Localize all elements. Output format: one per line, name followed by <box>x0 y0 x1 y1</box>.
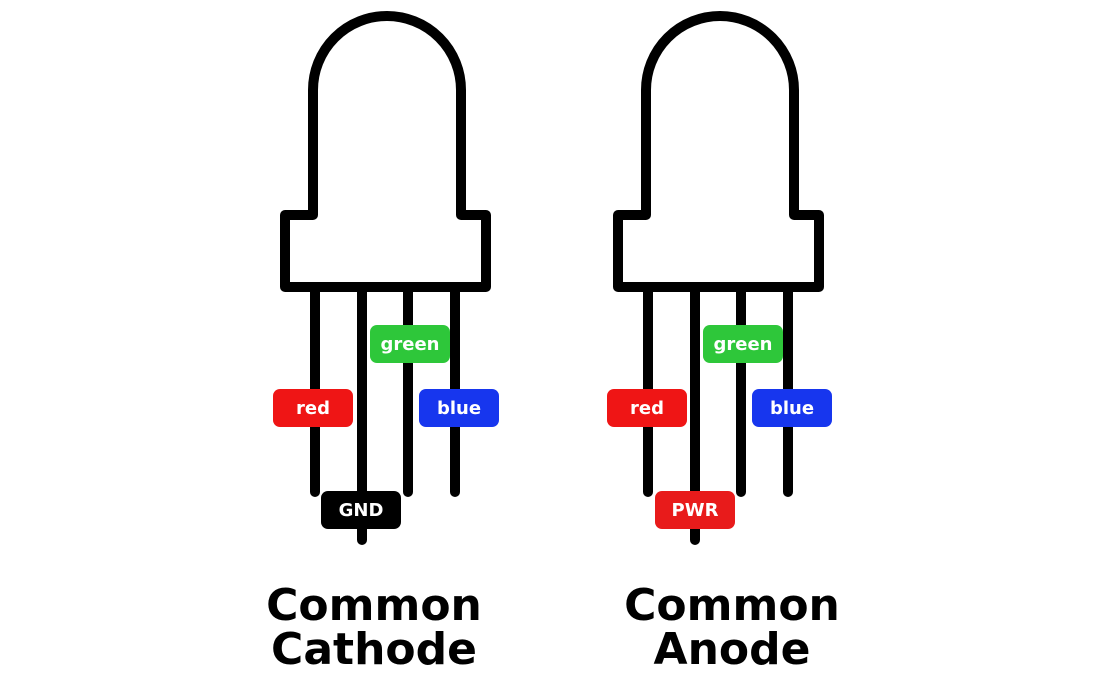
led-common-cathode: green red blue GND Common Cathode <box>266 11 499 673</box>
svg-text:green: green <box>714 334 773 355</box>
label-gnd: GND <box>321 491 401 529</box>
label-pwr: PWR <box>655 491 735 529</box>
led-common-anode: green red blue PWR Common Anode <box>607 11 840 673</box>
svg-text:red: red <box>296 398 330 419</box>
caption-line-1: Common <box>624 580 840 631</box>
led-body-outline <box>280 11 491 292</box>
label-red: red <box>273 389 353 427</box>
svg-text:green: green <box>381 334 440 355</box>
led-body-outline <box>613 11 824 292</box>
caption-line-2: Cathode <box>271 624 477 673</box>
svg-text:PWR: PWR <box>672 500 719 521</box>
caption-line-2: Anode <box>654 624 811 673</box>
label-blue: blue <box>752 389 832 427</box>
label-green: green <box>703 325 783 363</box>
label-red: red <box>607 389 687 427</box>
svg-text:GND: GND <box>339 500 384 521</box>
label-green: green <box>370 325 450 363</box>
svg-text:red: red <box>630 398 664 419</box>
svg-text:blue: blue <box>770 398 814 419</box>
caption-line-1: Common <box>266 580 482 631</box>
label-blue: blue <box>419 389 499 427</box>
svg-text:blue: blue <box>437 398 481 419</box>
